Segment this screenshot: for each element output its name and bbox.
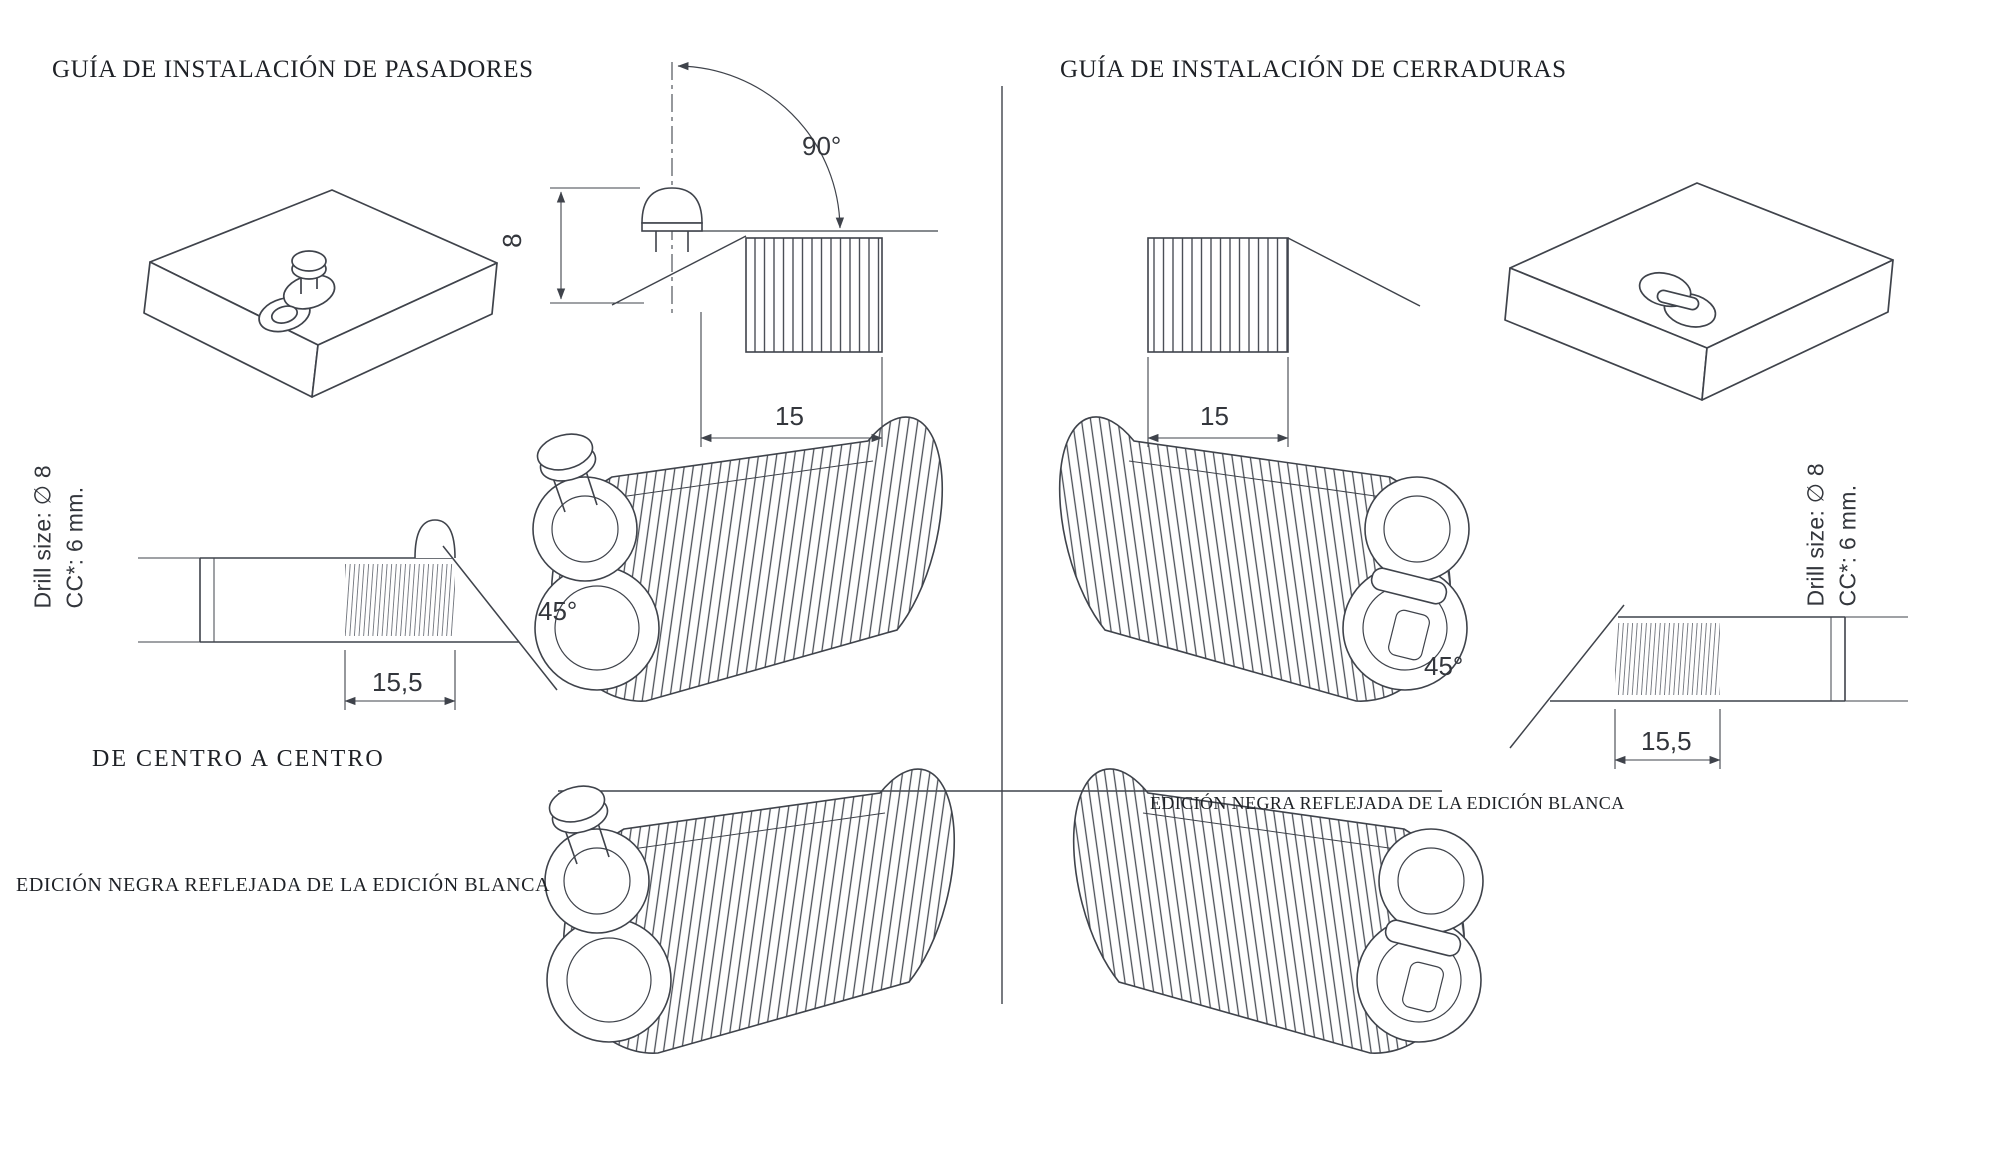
rod-side-view-right [1147, 237, 1421, 447]
pin-side-dimension-view [550, 61, 938, 447]
dim-angle-45-left-label: 45° [538, 596, 578, 626]
left-panel-title: GUÍA DE INSTALACIÓN DE PASADORES [52, 56, 534, 83]
drill-guide-left [138, 519, 558, 710]
right-panel-title: GUÍA DE INSTALACIÓN DE CERRADURAS [1060, 56, 1567, 83]
dim-angle-90-label: 90° [802, 131, 842, 161]
edition-note-left: EDICIÓN NEGRA REFLEJADA DE LA EDICIÓN BL… [16, 874, 551, 896]
divider-lines [558, 86, 1442, 1004]
dim-length-155-right-label: 15,5 [1641, 726, 1692, 756]
threaded-cylinder-with-pin [532, 416, 944, 702]
pin-recess [258, 274, 336, 333]
pin-3d-front [536, 433, 598, 513]
cc-note-left: CC*: 6 mm. [61, 486, 88, 609]
dim-angle-45-right-label: 45° [1424, 651, 1464, 681]
edition-note-right: EDICIÓN NEGRA REFLEJADA DE LA EDICIÓN BL… [1150, 793, 1625, 813]
dim-15-right-lines [1147, 357, 1289, 447]
dim-155-left-lines [344, 650, 456, 710]
dim-155-right-lines [1614, 709, 1721, 769]
threaded-cylinder-with-keyhole [1058, 416, 1470, 702]
pin-3d [291, 250, 327, 294]
drill-size-note-left: Drill size: ∅ 8 [29, 465, 56, 609]
drill-size-note-right: Drill size: ∅ 8 [1802, 463, 1829, 607]
dim-length-15-right-label: 15 [1200, 401, 1229, 431]
cc-note-right: CC*: 6 mm. [1834, 484, 1861, 607]
iso-wedge-keyhole [1504, 182, 1894, 401]
dim-height-8-label: 8 [497, 233, 528, 248]
drill-guide-right [1509, 604, 1908, 769]
dim-length-15-left-label: 15 [775, 401, 804, 431]
keyhole-recess [1638, 271, 1717, 328]
dim-length-155-left-label: 15,5 [372, 667, 423, 697]
dim-8-lines [550, 187, 644, 304]
keyhole-front [1370, 567, 1448, 661]
iso-wedge-pin [143, 189, 498, 398]
threaded-cylinder-with-pin-2 [544, 768, 956, 1054]
center-to-center-label: DE CENTRO A CENTRO [92, 746, 385, 772]
